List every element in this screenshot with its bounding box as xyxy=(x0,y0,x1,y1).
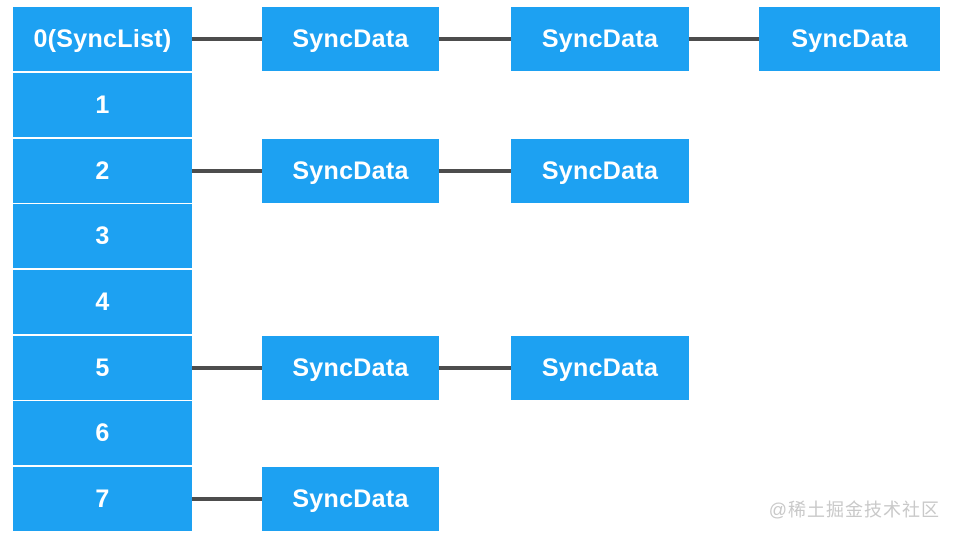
bucket-cell-2: 2 xyxy=(13,139,192,203)
connector-line xyxy=(439,37,511,41)
bucket-cell-1: 1 xyxy=(13,73,192,137)
bucket-cell-7: 7 xyxy=(13,467,192,531)
bucket-cell-6: 6 xyxy=(13,401,192,465)
syncdata-node: SyncData xyxy=(262,467,439,531)
connector-line xyxy=(439,169,511,173)
bucket-cell-3: 3 xyxy=(13,204,192,268)
bucket-cell-4: 4 xyxy=(13,270,192,334)
syncdata-node: SyncData xyxy=(262,7,439,71)
connector-line xyxy=(689,37,759,41)
bucket-cell-5: 5 xyxy=(13,336,192,400)
syncdata-node: SyncData xyxy=(262,336,439,400)
syncdata-node: SyncData xyxy=(759,7,940,71)
syncdata-node: SyncData xyxy=(511,7,689,71)
connector-line xyxy=(439,366,511,370)
syncdata-node: SyncData xyxy=(511,336,689,400)
connector-line xyxy=(192,497,262,501)
connector-line xyxy=(192,169,262,173)
syncdata-node: SyncData xyxy=(262,139,439,203)
connector-line xyxy=(192,366,262,370)
syncdata-node: SyncData xyxy=(511,139,689,203)
connector-line xyxy=(192,37,262,41)
watermark-text: @稀土掘金技术社区 xyxy=(768,500,940,520)
bucket-cell-0: 0(SyncList) xyxy=(13,7,192,71)
